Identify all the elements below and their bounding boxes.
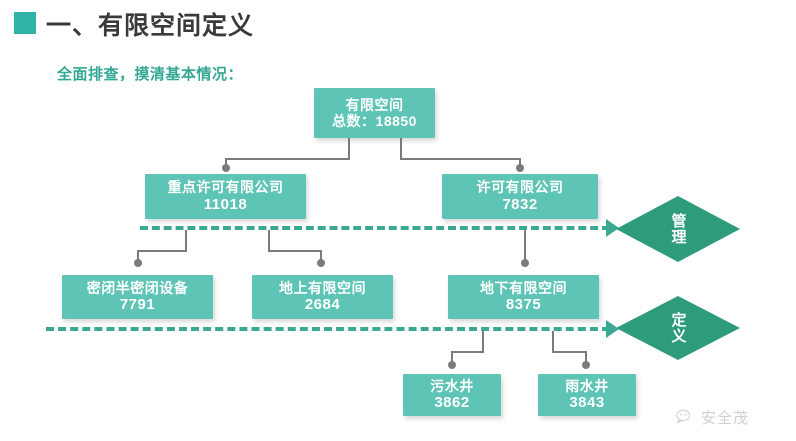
watermark: 安全茂: [676, 407, 749, 428]
watermark-text: 安全茂: [701, 410, 750, 427]
connector-key-corp-to-sealed: [134, 230, 187, 276]
node-value: 3843: [569, 394, 605, 412]
node-key-licensed-company[interactable]: 重点许可有限公司 11018: [145, 174, 306, 219]
node-value: 7832: [502, 195, 538, 213]
node-label: 污水井: [430, 377, 474, 394]
node-sewage-well[interactable]: 污水井 3862: [403, 374, 501, 416]
node-value: 3862: [434, 394, 470, 412]
node-label: 地上有限空间: [279, 279, 366, 296]
node-label: 密闭半密闭设备: [86, 279, 189, 296]
connector-below-to-sewage: [448, 331, 484, 377]
diamond-label: 定义: [669, 312, 687, 344]
node-underground-limited-space[interactable]: 地下有限空间 8375: [448, 275, 599, 319]
dashed-flow-arrow-manage-icon: [606, 219, 619, 237]
node-above-ground-limited-space[interactable]: 地上有限空间 2684: [252, 275, 393, 319]
diamond-label: 管理: [669, 213, 687, 245]
node-value: 7791: [119, 296, 156, 314]
node-label: 地下有限空间: [480, 279, 567, 296]
node-value: 11018: [203, 195, 248, 213]
node-sealed-semi-sealed-equipment[interactable]: 密闭半密闭设备 7791: [62, 275, 213, 319]
connector-root-to-key-corp: [222, 138, 352, 174]
dashed-flow-line-define: [46, 327, 610, 331]
node-rain-well[interactable]: 雨水井 3843: [538, 374, 636, 416]
node-label: 雨水井: [565, 377, 609, 394]
diamond-definition[interactable]: 定义: [616, 296, 740, 360]
connector-root-to-corp: [400, 138, 524, 174]
node-total-limited-space[interactable]: 有限空间 总数：18850: [314, 88, 435, 138]
wechat-icon: [676, 409, 691, 424]
dashed-flow-arrow-define-icon: [606, 320, 619, 338]
node-value: 2684: [304, 296, 341, 314]
page-title: 一、有限空间定义: [46, 12, 255, 40]
dashed-flow-line-manage: [140, 226, 610, 230]
node-label: 重点许可有限公司: [167, 179, 284, 196]
subtitle: 全面排查，摸清基本情况：: [57, 66, 244, 83]
connector-key-corp-to-above: [268, 230, 325, 276]
node-value: 总数：18850: [332, 112, 417, 129]
connector-corp-to-below: [521, 230, 529, 276]
node-value: 8375: [505, 296, 542, 314]
connector-below-to-rain: [552, 331, 590, 377]
header-bullet-square: [14, 12, 36, 34]
node-label: 许可有限公司: [476, 179, 564, 196]
node-licensed-company[interactable]: 许可有限公司 7832: [442, 174, 598, 219]
diamond-management[interactable]: 管理: [616, 196, 740, 262]
node-label: 有限空间: [345, 96, 404, 113]
